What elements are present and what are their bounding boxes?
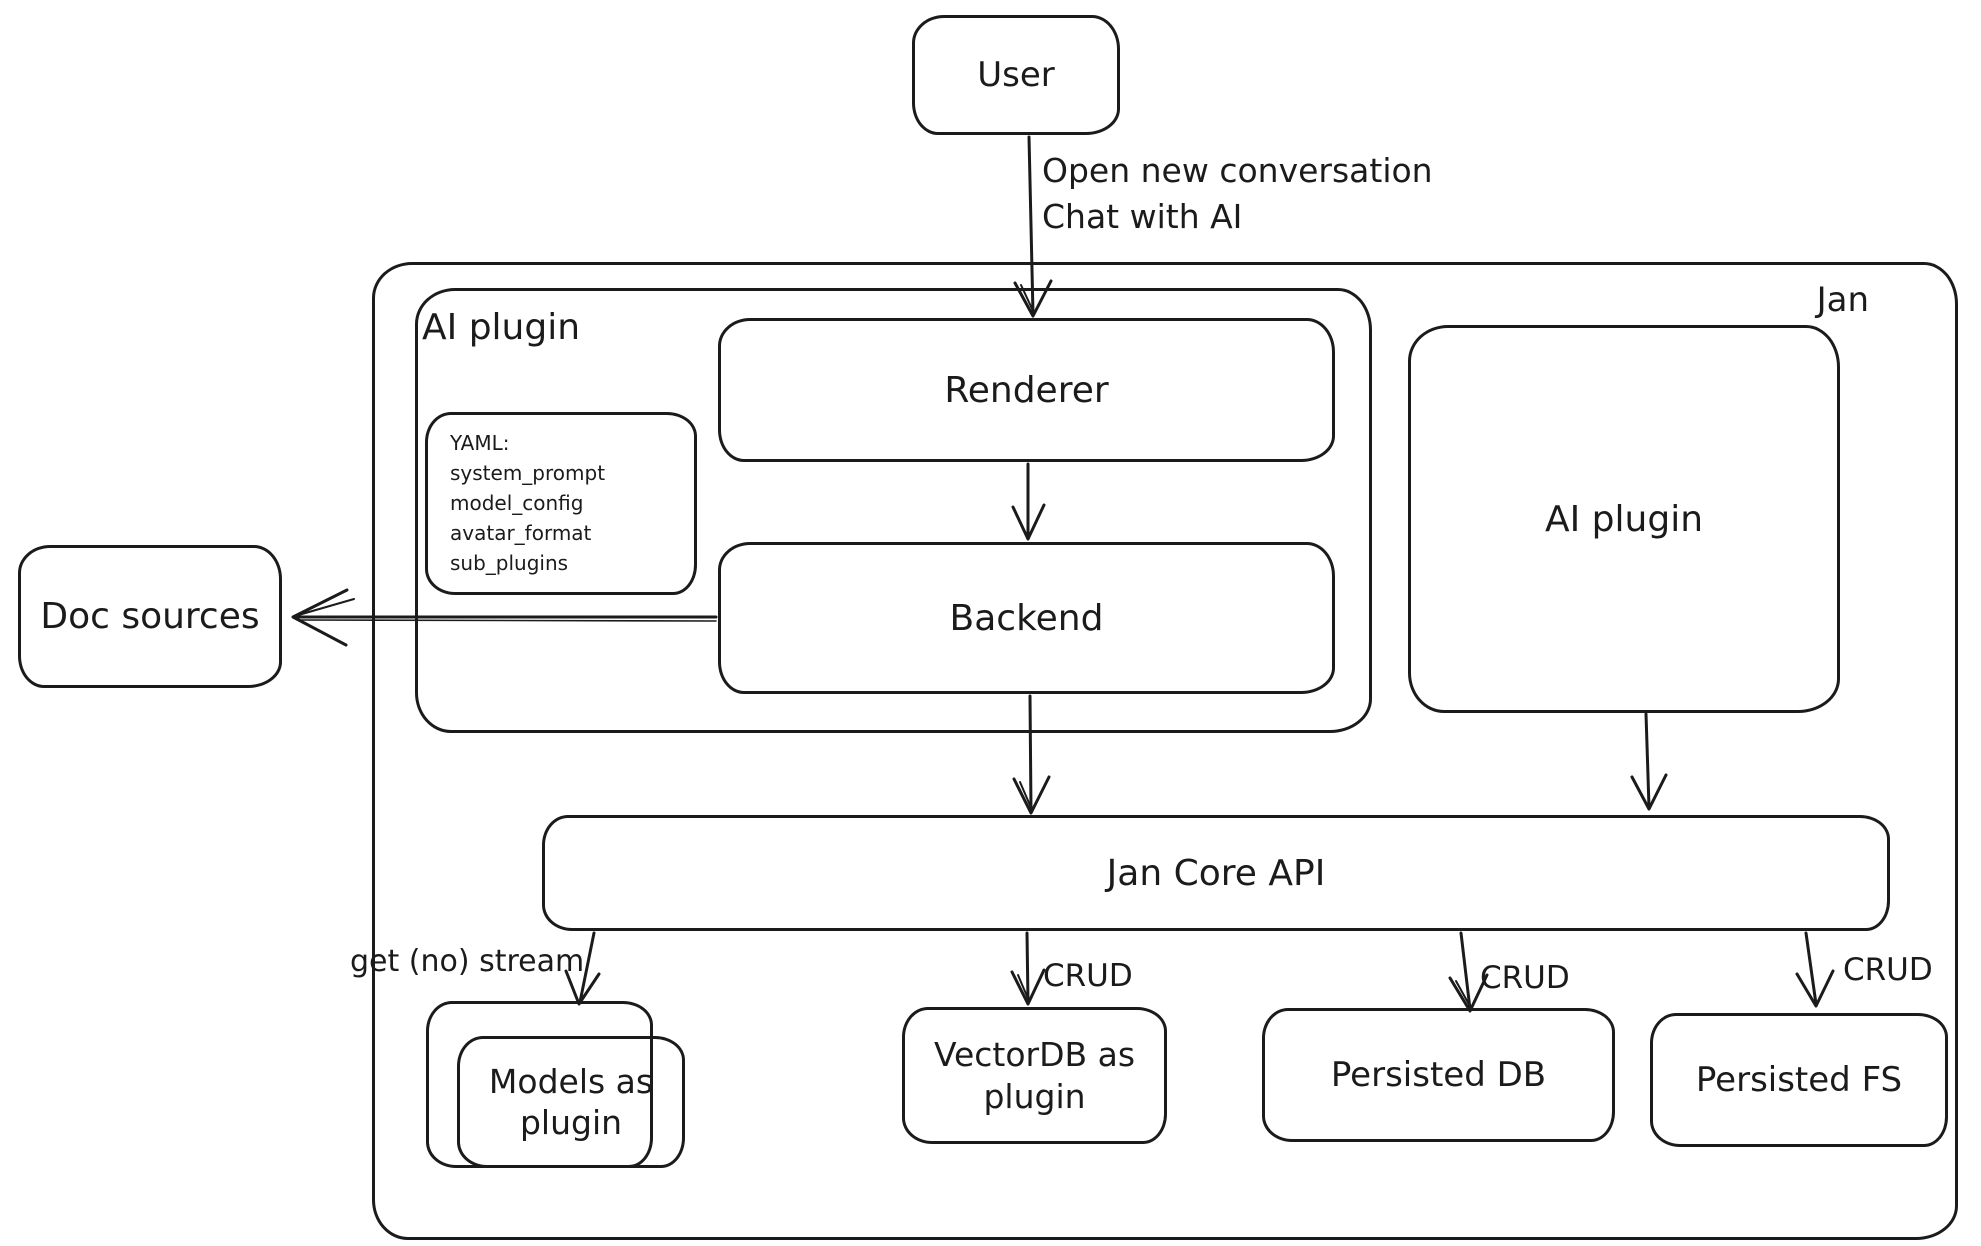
backend-node: Backend bbox=[718, 542, 1335, 694]
yaml-line-avatar-format: avatar_format bbox=[450, 521, 592, 545]
ai-plugin-right-node: AI plugin bbox=[1408, 325, 1840, 713]
renderer-node: Renderer bbox=[718, 318, 1335, 462]
edge-label-crud-persisted-fs: CRUD bbox=[1843, 952, 1933, 988]
doc-sources-node: Doc sources bbox=[18, 545, 282, 688]
backend-node-label: Backend bbox=[949, 597, 1104, 639]
persisted-fs-label: Persisted FS bbox=[1695, 1059, 1903, 1100]
yaml-line-model-config: model_config bbox=[450, 491, 584, 515]
edge-label-user-renderer: Open new conversation Chat with AI bbox=[1042, 148, 1433, 240]
edge-label-user-renderer-line2: Chat with AI bbox=[1042, 197, 1243, 236]
vectordb-as-plugin-label: VectorDB as plugin bbox=[933, 1035, 1136, 1116]
jan-core-api-node: Jan Core API bbox=[542, 815, 1890, 931]
ai-plugin-left-container: AI plugin bbox=[415, 288, 1372, 733]
models-as-plugin-node: Models as plugin bbox=[457, 1036, 685, 1168]
jan-core-api-label: Jan Core API bbox=[1106, 852, 1326, 894]
yaml-line-system-prompt: system_prompt bbox=[450, 461, 606, 485]
ai-plugin-left-label: AI plugin bbox=[422, 307, 581, 348]
jan-container-label: Jan bbox=[1816, 280, 1869, 320]
yaml-note: YAML: system_prompt model_config avatar_… bbox=[425, 412, 697, 595]
edge-label-crud-persisted-db: CRUD bbox=[1480, 960, 1570, 996]
renderer-node-label: Renderer bbox=[944, 369, 1109, 411]
vectordb-as-plugin-node: VectorDB as plugin bbox=[902, 1007, 1167, 1144]
yaml-line-title: YAML: bbox=[450, 431, 510, 455]
persisted-fs-node: Persisted FS bbox=[1650, 1013, 1948, 1147]
models-as-plugin-label: Models as plugin bbox=[488, 1061, 654, 1142]
user-node: User bbox=[912, 15, 1120, 135]
ai-plugin-right-label: AI plugin bbox=[1544, 498, 1704, 540]
persisted-db-label: Persisted DB bbox=[1330, 1054, 1547, 1095]
edge-label-get-no-stream: get (no) stream bbox=[350, 944, 585, 979]
doc-sources-label: Doc sources bbox=[40, 596, 260, 637]
yaml-line-sub-plugins: sub_plugins bbox=[450, 551, 569, 575]
edge-label-crud-vectordb: CRUD bbox=[1043, 958, 1133, 994]
user-node-label: User bbox=[977, 54, 1055, 95]
jan-container: Jan bbox=[372, 262, 1958, 1240]
persisted-db-node: Persisted DB bbox=[1262, 1008, 1615, 1142]
edge-label-user-renderer-line1: Open new conversation bbox=[1042, 151, 1433, 190]
